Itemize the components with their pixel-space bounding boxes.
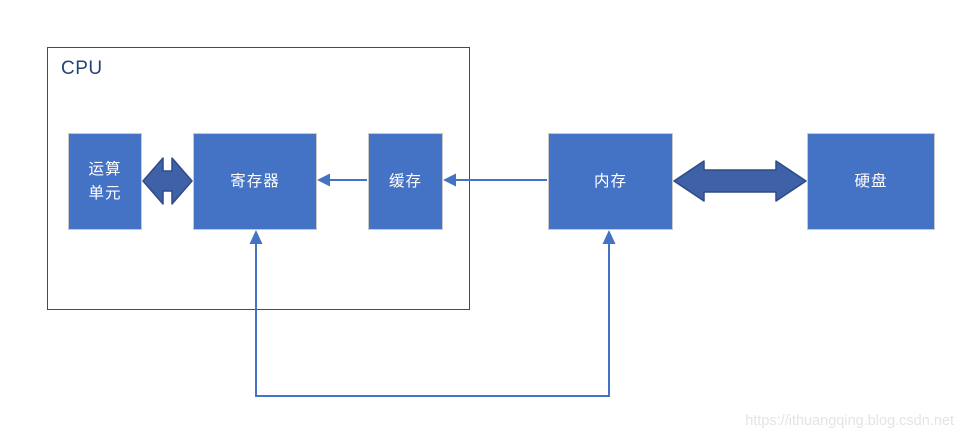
node-register: 寄存器 [193,133,317,230]
cpu-container-label: CPU [61,58,103,79]
arrow-head-up-icon [249,230,263,244]
node-memory: 内存 [548,133,673,230]
node-disk-label: 硬盘 [854,172,888,190]
thick-double-arrow-memory-disk-icon [673,160,807,202]
arrow-cache-to-register [317,173,367,187]
watermark-text: https://ithuangqing.blog.csdn.net [745,413,954,429]
node-alu: 运算 单元 [68,133,142,230]
elbow-connector-register-memory [249,230,616,397]
arrow-head-left-icon [317,173,330,187]
arrow-head-up-icon [602,230,616,244]
arrow-memory-to-cache [443,173,547,187]
node-disk: 硬盘 [807,133,935,230]
arrow-head-left-icon [443,173,456,187]
node-memory-label: 内存 [593,172,627,190]
node-cache: 缓存 [368,133,443,230]
node-cache-label: 缓存 [388,172,422,190]
cpu-container-box [47,47,470,310]
node-alu-label: 运算 单元 [88,161,122,202]
node-register-label: 寄存器 [230,172,280,190]
thick-double-arrow-alu-register-icon [142,157,193,205]
